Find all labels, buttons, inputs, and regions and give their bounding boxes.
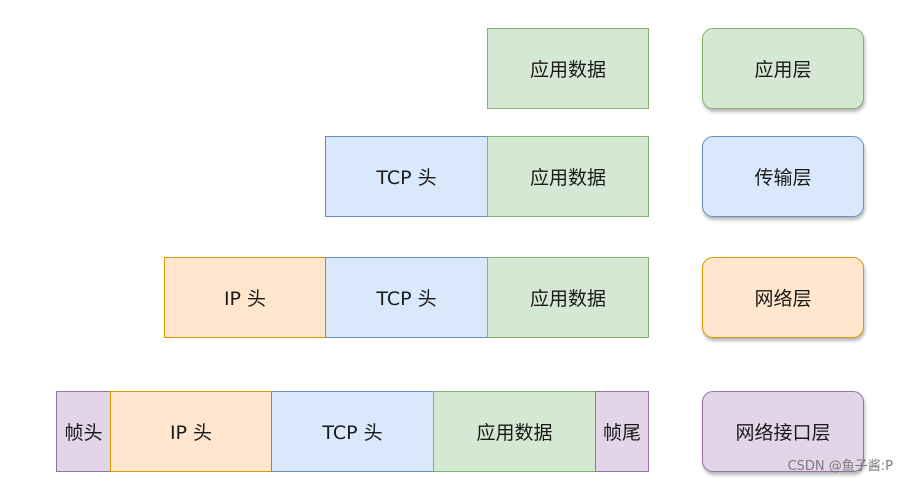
link-row-frame-trailer-label: 帧尾 xyxy=(602,422,641,444)
network-row-tcp-header-label: TCP 头 xyxy=(376,288,437,310)
link-row-tcp-header-label: TCP 头 xyxy=(322,422,383,444)
transport-row-tcp-header-segment: TCP 头 xyxy=(325,136,488,217)
link-row-ip-header-segment: IP 头 xyxy=(110,391,272,472)
transport-layer-box: 传输层 xyxy=(702,136,864,217)
application-layer-label: 应用层 xyxy=(754,59,812,81)
network-row-ip-header-segment: IP 头 xyxy=(164,257,326,338)
csdn-watermark: CSDN @鱼子酱:P xyxy=(787,459,893,474)
link-row-frame-trailer-segment: 帧尾 xyxy=(595,391,649,472)
network-row-data-label: 应用数据 xyxy=(529,288,606,310)
transport-layer-label: 传输层 xyxy=(754,167,812,189)
link-row-data-segment: 应用数据 xyxy=(433,391,596,472)
link-row-tcp-header-segment: TCP 头 xyxy=(271,391,434,472)
link-row-frame-header-segment: 帧头 xyxy=(56,391,111,472)
link-row-frame-header-label: 帧头 xyxy=(64,422,103,444)
network-row-tcp-header-segment: TCP 头 xyxy=(325,257,488,338)
link-row-data-label: 应用数据 xyxy=(476,422,553,444)
network-row-data-segment: 应用数据 xyxy=(487,257,649,338)
network-layer-label: 网络层 xyxy=(754,288,812,310)
app-row-data-label: 应用数据 xyxy=(529,59,606,81)
network-interface-layer-label: 网络接口层 xyxy=(735,422,831,444)
link-row-ip-header-label: IP 头 xyxy=(169,422,213,444)
transport-row-data-segment: 应用数据 xyxy=(487,136,649,217)
transport-row-data-label: 应用数据 xyxy=(529,167,606,189)
network-layer-box: 网络层 xyxy=(702,257,864,338)
app-row-data-segment: 应用数据 xyxy=(487,28,649,109)
transport-row-tcp-header-label: TCP 头 xyxy=(376,167,437,189)
network-row-ip-header-label: IP 头 xyxy=(223,288,267,310)
application-layer-box: 应用层 xyxy=(702,28,864,109)
network-interface-layer-box: 网络接口层 xyxy=(702,391,864,472)
